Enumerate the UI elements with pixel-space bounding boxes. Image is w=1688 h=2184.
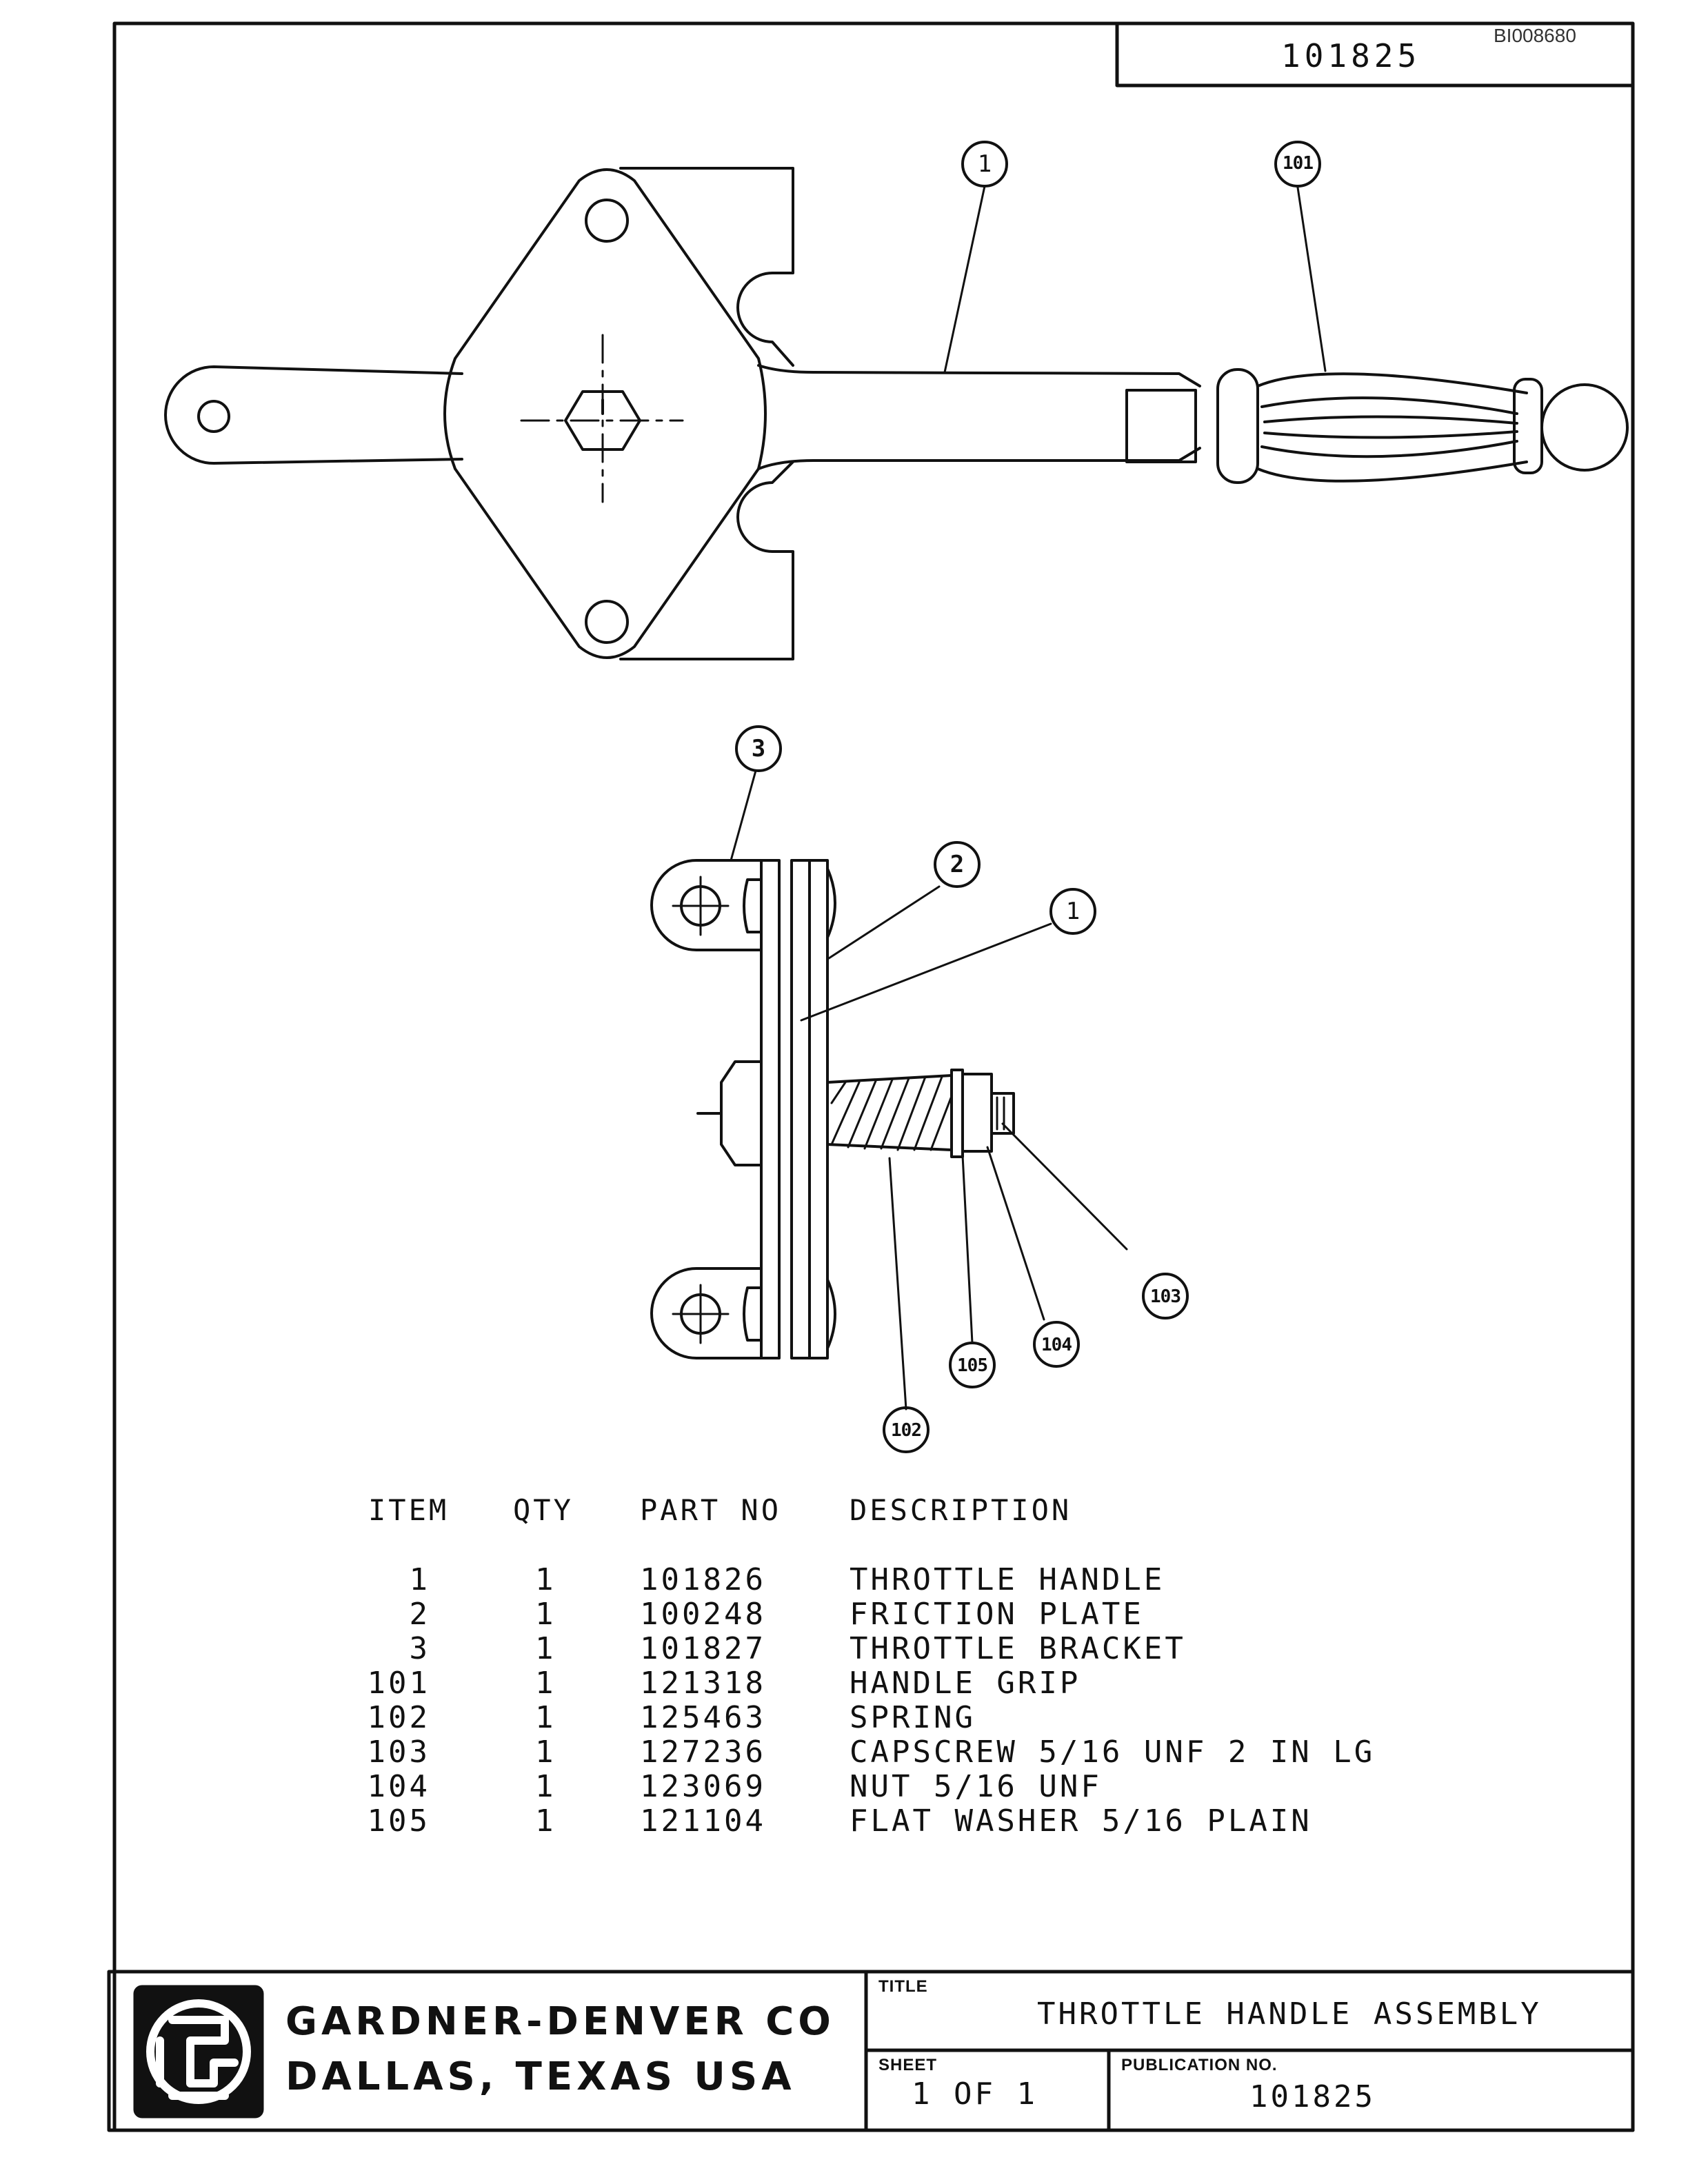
leader-lines [730,185,1327,1410]
row-qty: 1 [535,1700,556,1735]
drawing-number: 101825 [1281,37,1421,74]
bracket-plate [760,859,781,1359]
callout-2: 2 [950,851,965,878]
row-qty: 1 [535,1803,556,1839]
grip-knob [1540,383,1629,472]
top-view-handle [164,167,1629,660]
row-part-no: 121318 [640,1666,766,1701]
row-qty: 1 [535,1631,556,1666]
parts-header-qty: QTY [513,1493,574,1527]
callout-104: 104 [1041,1335,1072,1355]
handle-shaft [757,364,1201,387]
row-part-no: 121104 [640,1803,766,1839]
sheet-label: SHEET [878,2056,938,2074]
callout-1-side: 1 [1065,898,1081,925]
title-block-frame [107,1970,1635,2132]
row-item: 105 [367,1803,430,1839]
row-part-no: 123069 [640,1769,766,1804]
row-item: 2 [409,1597,430,1632]
spring [826,1074,953,1151]
callout-102: 102 [891,1420,922,1441]
row-qty: 1 [535,1562,556,1597]
row-qty: 1 [535,1735,556,1770]
callout-105: 105 [957,1355,988,1376]
capscrew-head [720,1060,763,1166]
left-arm-hole [197,400,230,433]
callout-3: 3 [751,735,766,762]
row-part-no: 100248 [640,1597,766,1632]
callout-1-top: 1 [977,150,992,178]
row-description: FLAT WASHER 5/16 PLAIN [850,1803,1312,1839]
publication-label: PUBLICATION NO. [1121,2056,1278,2074]
row-item: 102 [367,1700,430,1735]
sheet-number: 1 OF 1 [912,2076,1038,2112]
row-description: THROTTLE HANDLE [850,1562,1165,1597]
row-item: 3 [409,1631,430,1666]
row-description: HANDLE GRIP [850,1666,1081,1701]
handle-plate [790,859,811,1359]
left-arm [164,365,463,465]
row-qty: 1 [535,1666,556,1701]
lower-bracket-eye [650,1267,763,1359]
row-item: 1 [409,1562,430,1597]
row-item: 101 [367,1666,430,1701]
callout-101: 101 [1283,153,1314,174]
row-part-no: 101827 [640,1631,766,1666]
row-qty: 1 [535,1769,556,1804]
grip-ring-left [1216,368,1259,484]
washer [950,1069,964,1158]
document-code: BI008680 [1494,25,1576,46]
row-part-no: 125463 [640,1700,766,1735]
company-logo-mark [146,1999,251,2104]
bracket-outline [619,167,794,367]
parts-header-part-no: PART NO [640,1493,782,1527]
mounting-plate [443,168,767,659]
bolt-end [990,1092,1015,1135]
company-name: GARDNER-DENVER CO [285,1999,835,2044]
grip-ring-right [1513,378,1543,474]
mount-hole-bottom [585,600,629,644]
shaft-end-block [1125,389,1197,463]
publication-number: 101825 [1249,2079,1376,2114]
row-part-no: 127236 [640,1735,766,1770]
side-view-assembly [650,859,1015,1359]
parts-header-description: DESCRIPTION [850,1493,1072,1527]
mount-hole-top [585,199,629,243]
title-label: TITLE [878,1977,928,1996]
row-qty: 1 [535,1597,556,1632]
row-description: CAPSCREW 5/16 UNF 2 IN LG [850,1735,1376,1770]
row-description: THROTTLE BRACKET [850,1631,1186,1666]
company-location: DALLAS, TEXAS USA [285,2054,796,2099]
row-item: 104 [367,1769,430,1804]
row-description: FRICTION PLATE [850,1597,1144,1632]
callout-103: 103 [1150,1286,1181,1307]
grip-body [1256,372,1528,483]
nut [961,1073,993,1153]
parts-header-item: ITEM [368,1493,450,1527]
callout-balloons [735,141,1321,1453]
friction-plate [808,859,829,1359]
row-description: NUT 5/16 UNF [850,1769,1102,1804]
row-part-no: 101826 [640,1562,766,1597]
drawing-title: THROTTLE HANDLE ASSEMBLY [1037,1996,1542,2032]
drawing-number-box [1115,21,1635,88]
upper-bracket-eye [650,859,763,951]
row-item: 103 [367,1735,430,1770]
row-description: SPRING [850,1700,976,1735]
